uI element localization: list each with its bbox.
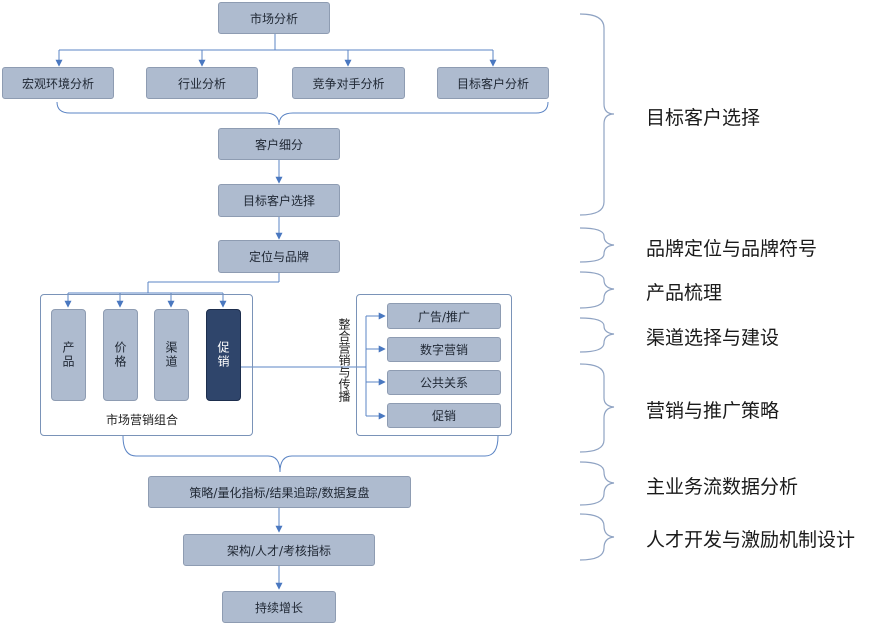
mix-price-box: 价格 [103, 309, 138, 401]
mix-channel-box: 渠道 [154, 309, 189, 401]
mix-product-box: 产品 [51, 309, 86, 401]
marketing-mix-caption: 市场营销组合 [106, 413, 179, 427]
bracket [579, 13, 615, 216]
growth-box: 持续增长 [222, 591, 336, 623]
target-selection-box: 目标客户选择 [218, 184, 340, 217]
merge-brace [122, 435, 499, 473]
right-label-brand: 品牌定位与品牌符号 [646, 238, 818, 260]
bracket [579, 317, 615, 353]
segmentation-box: 客户细分 [218, 128, 340, 160]
positioning-box: 定位与品牌 [218, 240, 340, 273]
imc-vertical-label: 整合营销与传播 [337, 318, 351, 402]
right-label-data-analysis: 主业务流数据分析 [646, 476, 799, 498]
strategy-box: 策略/量化指标/结果追踪/数据复盘 [148, 476, 411, 508]
macro-analysis-box: 宏观环境分析 [2, 67, 114, 99]
imc-promotion-box: 促销 [387, 403, 501, 428]
market-analysis-box: 市场分析 [218, 2, 330, 34]
right-label-promotion: 营销与推广策略 [646, 400, 780, 422]
bracket [579, 461, 615, 506]
imc-advertising-box: 广告/推广 [387, 303, 501, 329]
industry-analysis-box: 行业分析 [146, 67, 258, 99]
bracket [579, 227, 615, 263]
mix-promotion-box: 促销 [206, 309, 241, 401]
right-label-talent: 人才开发与激励机制设计 [646, 529, 856, 551]
imc-frame [356, 294, 512, 436]
bracket [579, 513, 615, 561]
bracket [579, 271, 615, 309]
marketing-mix-frame [40, 294, 253, 436]
target-customer-analysis-box: 目标客户分析 [437, 67, 549, 99]
competitor-analysis-box: 竞争对手分析 [292, 67, 405, 99]
right-label-product: 产品梳理 [646, 282, 723, 304]
bracket [579, 363, 615, 453]
right-label-channel: 渠道选择与建设 [646, 327, 780, 349]
merge-brace [56, 101, 549, 126]
imc-digital-box: 数字营销 [387, 337, 501, 362]
imc-pr-box: 公共关系 [387, 370, 501, 395]
right-label-target-selection: 目标客户选择 [646, 107, 761, 129]
org-box: 架构/人才/考核指标 [183, 534, 375, 566]
